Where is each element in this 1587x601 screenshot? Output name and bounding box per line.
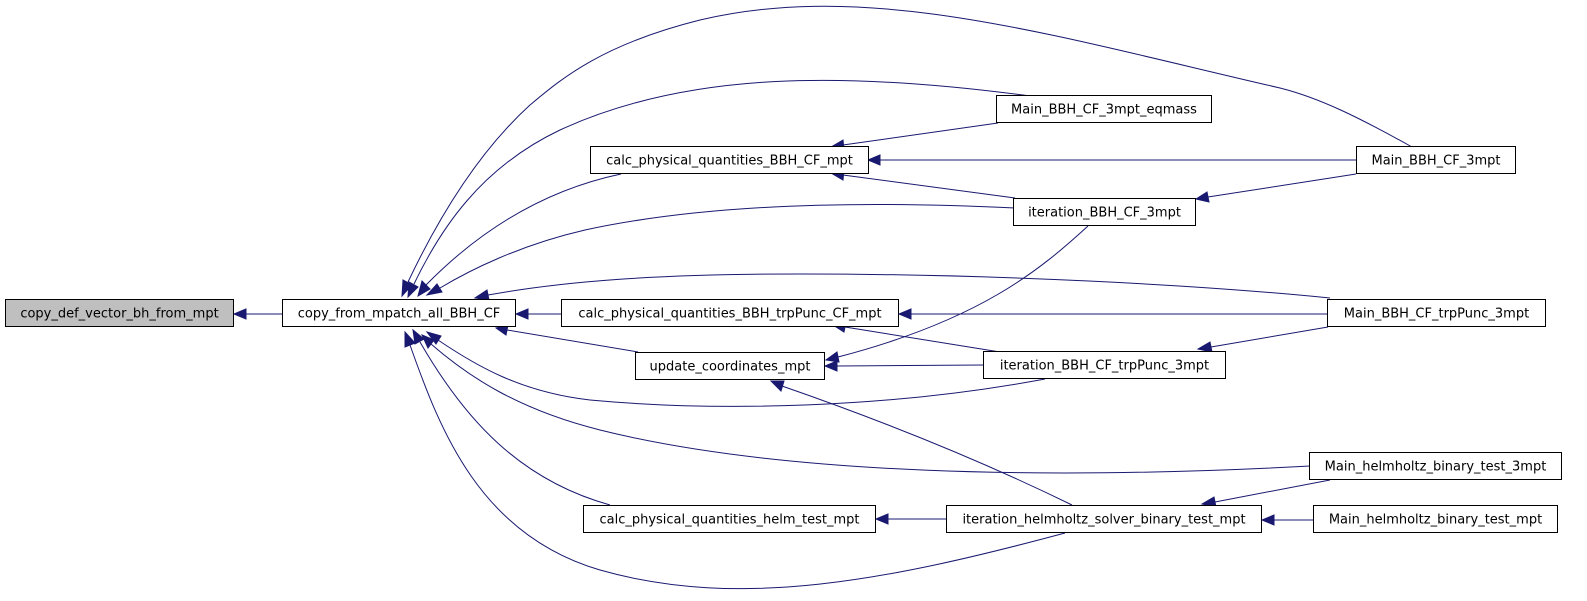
node-label: iteration_helmholtz_solver_binary_test_m… <box>962 513 1245 528</box>
node-calc-physical-quantities-bbh-cf-mpt[interactable]: calc_physical_quantities_BBH_CF_mpt <box>590 146 869 174</box>
edge-main-trp-to-iter-trp <box>1196 326 1329 353</box>
edge-main-helm3-to-iter-helm <box>1200 479 1331 508</box>
node-label: Main_helmholtz_binary_test_3mpt <box>1325 460 1547 475</box>
edge-calc-cf-to-copy-from <box>417 173 622 298</box>
node-iteration-bbh-cf-trppunc-3mpt[interactable]: iteration_BBH_CF_trpPunc_3mpt <box>983 351 1226 379</box>
node-label: Main_BBH_CF_3mpt <box>1372 154 1501 169</box>
node-label: copy_from_mpatch_all_BBH_CF <box>298 307 501 322</box>
edge-iter-trp-to-copy-from <box>425 331 1046 407</box>
node-label: update_coordinates_mpt <box>650 360 811 375</box>
node-update-coordinates-mpt[interactable]: update_coordinates_mpt <box>635 352 825 380</box>
node-calc-physical-quantities-helm-test-mpt[interactable]: calc_physical_quantities_helm_test_mpt <box>583 505 876 533</box>
node-label: Main_helmholtz_binary_test_mpt <box>1329 513 1542 528</box>
edge-main-3mpt-to-iter-cf <box>1194 173 1357 203</box>
edge-iter-helm-to-calc-helm <box>874 513 947 525</box>
node-iteration-helmholtz-solver-binary-test-mpt[interactable]: iteration_helmholtz_solver_binary_test_m… <box>946 505 1262 533</box>
node-iteration-bbh-cf-3mpt[interactable]: iteration_BBH_CF_3mpt <box>1013 198 1196 226</box>
node-label: copy_def_vector_bh_from_mpt <box>20 307 218 322</box>
edge-main-eqmass-to-copy-from <box>407 79 1031 299</box>
node-main-bbh-cf-3mpt[interactable]: Main_BBH_CF_3mpt <box>1356 146 1516 174</box>
node-label: calc_physical_quantities_helm_test_mpt <box>599 513 859 528</box>
node-label: Main_BBH_CF_trpPunc_3mpt <box>1344 307 1529 322</box>
edge-main-trp-to-calc-trp <box>897 308 1328 320</box>
edge-iter-trp-to-update <box>823 360 985 372</box>
node-calc-physical-quantities-bbh-trppunc-cf-mpt[interactable]: calc_physical_quantities_BBH_trpPunc_CF_… <box>561 299 899 327</box>
edge-main-helm3-to-copy-from <box>421 334 1311 474</box>
node-main-helmholtz-binary-test-mpt[interactable]: Main_helmholtz_binary_test_mpt <box>1313 505 1558 533</box>
edge-update-to-copy-from <box>494 324 639 353</box>
edge-iter-helm-to-update <box>769 380 1073 506</box>
node-main-helmholtz-binary-test-3mpt[interactable]: Main_helmholtz_binary_test_3mpt <box>1309 452 1562 480</box>
edge-iter-cf-to-calc-cf <box>829 169 1016 199</box>
edge-main-3mpt-to-calc-cf <box>866 154 1356 166</box>
edge-update-to-iter-cf <box>824 225 1089 363</box>
node-label: calc_physical_quantities_BBH_CF_mpt <box>606 154 853 169</box>
node-label: calc_physical_quantities_BBH_trpPunc_CF_… <box>578 307 881 322</box>
node-copy-def-vector-bh-from-mpt[interactable]: copy_def_vector_bh_from_mpt <box>5 299 234 327</box>
edge-copy-from-to-copy-def <box>232 308 283 320</box>
edge-main-helm-to-iter-helm <box>1260 514 1314 526</box>
node-main-bbh-cf-3mpt-eqmass[interactable]: Main_BBH_CF_3mpt_eqmass <box>996 95 1212 123</box>
edge-calc-trp-to-copy-from <box>514 308 562 320</box>
edge-iter-cf-to-copy-from <box>425 203 1016 296</box>
edge-main-3mpt-to-copy-from <box>401 5 1413 298</box>
edge-iter-helm-to-copy-from <box>404 330 1066 590</box>
edge-calc-helm-to-copy-from <box>412 328 611 506</box>
node-label: iteration_BBH_CF_3mpt <box>1028 206 1181 221</box>
node-main-bbh-cf-trppunc-3mpt[interactable]: Main_BBH_CF_trpPunc_3mpt <box>1327 299 1546 327</box>
edge-main-eqmass-to-calc-cf <box>829 122 999 151</box>
node-label: Main_BBH_CF_3mpt_eqmass <box>1011 103 1197 118</box>
node-label: iteration_BBH_CF_trpPunc_3mpt <box>1000 359 1209 374</box>
node-copy-from-mpatch-all-bbh-cf[interactable]: copy_from_mpatch_all_BBH_CF <box>282 299 516 327</box>
edge-main-trp-to-copy-from <box>473 273 1331 301</box>
